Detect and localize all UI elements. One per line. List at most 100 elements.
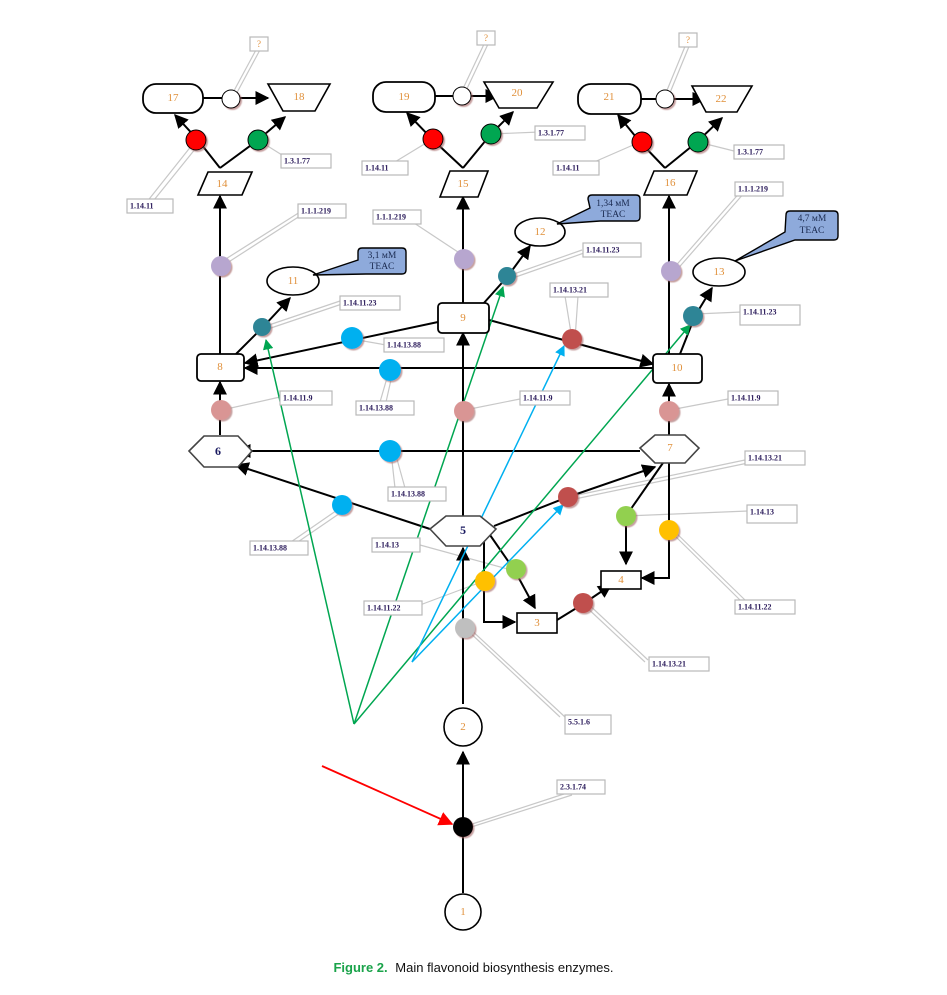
enzyme-label-unknown-a: ?	[249, 36, 269, 52]
enzyme-1-14-11-22-dot-a[interactable]	[475, 571, 495, 591]
compound-node-4[interactable]: 4	[600, 570, 642, 590]
svg-text:1.14.13: 1.14.13	[375, 541, 399, 550]
compound-node-10[interactable]: 10	[652, 353, 703, 384]
enzyme-label-1-14-11-a: 1.14.11	[126, 198, 174, 214]
compound-node-20[interactable]: 20	[482, 81, 555, 109]
svg-text:1.3.1.77: 1.3.1.77	[284, 157, 310, 166]
enzyme-1-14-11-9-dot-b[interactable]	[454, 401, 474, 421]
enzyme-label-1-14-11-c: 1.14.11	[552, 160, 600, 176]
enzyme-label-1-3-1-77-c: 1.3.1.77	[733, 144, 785, 160]
enzyme-1-14-13-88-dot-b[interactable]	[379, 440, 401, 462]
enzyme-1-14-11-9-dot-a[interactable]	[211, 400, 231, 420]
enzyme-1-14-13-88-dot-c[interactable]	[379, 359, 401, 381]
enzyme-1-14-13-21-dot-b[interactable]	[558, 487, 578, 507]
svg-text:1.14.11.23: 1.14.11.23	[343, 299, 377, 308]
svg-text:1.14.13.21: 1.14.13.21	[553, 286, 587, 295]
enzyme-label-1-14-11-9-c: 1.14.11.9	[727, 390, 779, 406]
compound-node-9[interactable]: 9	[437, 302, 490, 334]
svg-text:1.14.13.88: 1.14.13.88	[387, 341, 421, 350]
enzyme-label-1-14-13-88-c: 1.14.13.88	[387, 486, 447, 502]
svg-text:22: 22	[716, 93, 727, 105]
compound-node-3[interactable]: 3	[516, 612, 558, 634]
enzyme-label-1-14-11-b: 1.14.11	[361, 160, 409, 176]
svg-text:1: 1	[460, 906, 466, 918]
enzyme-label-1-14-13-88-a: 1.14.13.88	[383, 337, 445, 353]
enzyme-1-14-11-22-dot-b[interactable]	[659, 520, 679, 540]
compound-node-17[interactable]: 17	[142, 83, 204, 114]
compound-node-2[interactable]: 2	[443, 707, 483, 747]
enzyme-1-3-1-77-dot-c[interactable]	[687, 131, 709, 153]
enzyme-label-1-14-11-22-a: 1.14.11.22	[363, 600, 423, 616]
compound-node-1[interactable]: 1	[444, 893, 482, 931]
svg-text:TEAC: TEAC	[370, 262, 395, 272]
svg-text:?: ?	[484, 33, 488, 43]
green-arrow-to-10-13	[353, 324, 691, 725]
compound-node-16[interactable]: 16	[642, 170, 699, 196]
enzyme-1-14-13-dot-a[interactable]	[506, 559, 526, 579]
figure-label: Figure 2.	[333, 960, 388, 975]
callout-node-12: 1,34 мM TEAC	[556, 194, 641, 225]
enzyme-label-1-14-13-21-b: 1.14.13.21	[744, 450, 806, 466]
compound-node-5[interactable]: 5	[428, 515, 498, 547]
enzyme-label-1-14-11-23-c: 1.14.11.23	[739, 304, 801, 326]
enzyme-1-14-13-21-dot-c[interactable]	[562, 329, 582, 349]
enzyme-1-14-11-dot-b[interactable]	[422, 128, 444, 150]
svg-text:1.14.11.9: 1.14.11.9	[523, 394, 553, 403]
compound-node-12[interactable]: 12	[514, 217, 566, 247]
compound-node-8[interactable]: 8	[196, 353, 245, 382]
enzyme-1-14-11-dot-c[interactable]	[631, 131, 653, 153]
enzyme-1-14-11-23-dot-c[interactable]	[683, 306, 703, 326]
svg-text:1.14.13.88: 1.14.13.88	[391, 490, 425, 499]
enzyme-1-1-1-219-dot-a[interactable]	[211, 256, 231, 276]
enzyme-unknown-dot-c[interactable]	[655, 89, 675, 109]
enzyme-1-14-13-88-dot-a[interactable]	[332, 495, 352, 515]
svg-text:15: 15	[458, 178, 470, 190]
compound-node-19[interactable]: 19	[372, 81, 436, 113]
enzyme-label-1-1-1-219-c: 1.1.1.219	[734, 181, 784, 197]
svg-text:18: 18	[294, 91, 306, 103]
enzyme-1-14-11-23-dot-b[interactable]	[498, 267, 516, 285]
compound-node-13[interactable]: 13	[692, 257, 746, 287]
enzyme-label-1-14-13-88-d: 1.14.13.88	[249, 540, 309, 556]
enzyme-label-1-14-11-23-b: 1.14.11.23	[582, 242, 642, 258]
svg-text:16: 16	[665, 177, 677, 189]
compound-node-11[interactable]: 11	[266, 266, 320, 296]
enzyme-1-14-13-21-dot-a[interactable]	[573, 593, 593, 613]
enzyme-unknown-dot-a[interactable]	[221, 89, 241, 109]
svg-text:2: 2	[460, 721, 466, 733]
enzyme-label-unknown-b: ?	[476, 30, 496, 46]
callout-node-11: 3,1 мM TEAC	[312, 247, 407, 276]
enzyme-label-unknown-c: ?	[678, 32, 698, 48]
figure-caption-text: Main flavonoid biosynthesis enzymes.	[395, 960, 614, 975]
svg-text:1.14.11.9: 1.14.11.9	[731, 394, 761, 403]
enzyme-5-5-1-6-dot[interactable]	[455, 618, 475, 638]
enzyme-1-14-11-23-dot-a[interactable]	[253, 318, 271, 336]
enzyme-label-1-1-1-219-b: 1.1.1.219	[372, 209, 422, 225]
enzyme-1-14-11-dot-a[interactable]	[185, 129, 207, 151]
enzyme-label-1-14-13-88-b: 1.14.13.88	[355, 400, 415, 416]
compound-node-7[interactable]: 7	[638, 434, 701, 464]
enzyme-1-14-11-9-dot-c[interactable]	[659, 401, 679, 421]
enzyme-1-3-1-77-dot-b[interactable]	[480, 123, 502, 145]
enzyme-2-3-1-74-dot[interactable]	[453, 817, 473, 837]
compound-node-21[interactable]: 21	[577, 83, 642, 115]
svg-text:1.14.11.22: 1.14.11.22	[738, 603, 772, 612]
compound-node-18[interactable]: 18	[266, 83, 332, 112]
enzyme-1-1-1-219-dot-b[interactable]	[454, 249, 474, 269]
svg-text:12: 12	[535, 226, 546, 238]
enzyme-1-3-1-77-dot-a[interactable]	[247, 129, 269, 151]
enzyme-1-14-13-88-dot-d[interactable]	[341, 327, 363, 349]
enzyme-1-14-13-dot-b[interactable]	[616, 506, 636, 526]
enzyme-unknown-dot-b[interactable]	[452, 86, 472, 106]
compound-node-14[interactable]: 14	[196, 171, 254, 196]
svg-text:2.3.1.74: 2.3.1.74	[560, 783, 586, 792]
svg-text:1.14.13.21: 1.14.13.21	[652, 660, 686, 669]
compound-node-22[interactable]: 22	[690, 85, 754, 113]
svg-text:11: 11	[288, 275, 299, 287]
enzyme-1-1-1-219-dot-c[interactable]	[661, 261, 681, 281]
svg-text:1.14.11: 1.14.11	[130, 202, 154, 211]
compound-node-6[interactable]: 6	[187, 435, 254, 468]
compound-node-15[interactable]: 15	[438, 170, 490, 198]
svg-text:1.14.13: 1.14.13	[750, 508, 774, 517]
